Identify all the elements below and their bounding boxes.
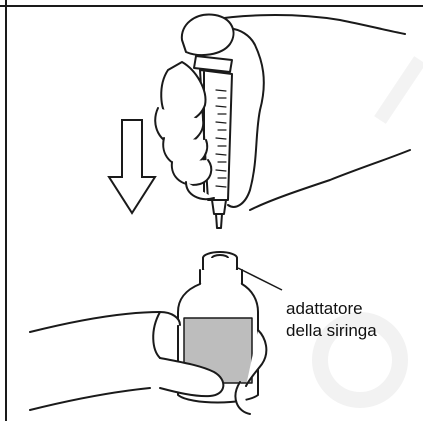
down-arrow-icon — [109, 120, 155, 213]
watermark — [320, 60, 420, 400]
label-line-2: della siringa — [286, 320, 377, 342]
label-line-1: adattatore — [286, 298, 377, 320]
syringe-adapter-label: adattatore della siringa — [286, 298, 377, 342]
